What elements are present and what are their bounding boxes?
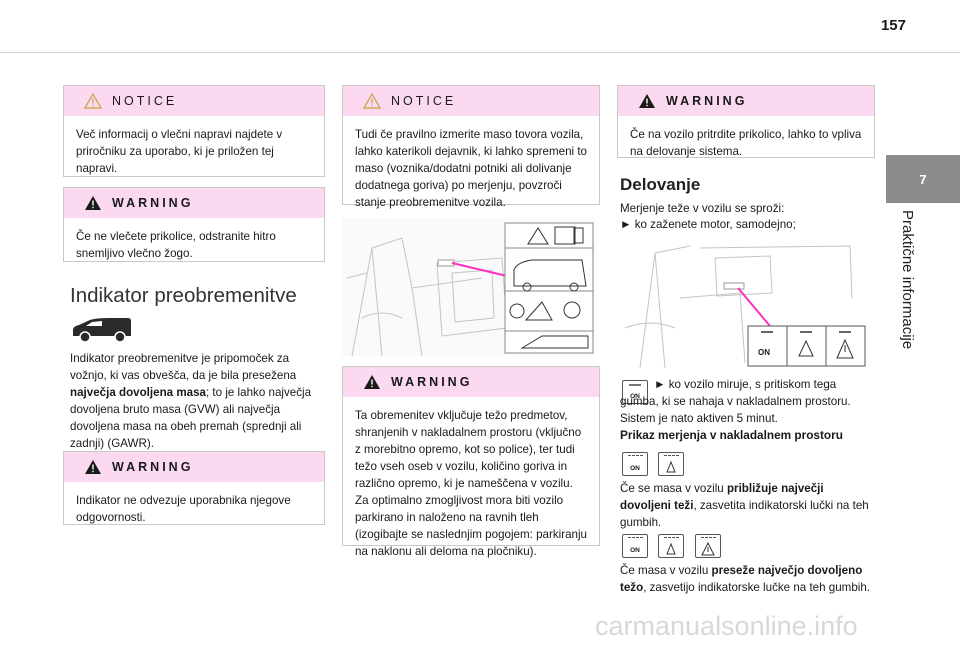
cargo-area-drawing (346, 222, 594, 357)
warning-header: WARNING (343, 367, 599, 397)
warning-title: WARNING (391, 375, 473, 389)
warning-triangle-icon (85, 196, 101, 210)
warning-text: Indikator ne odvezuje uporabnika njegove… (76, 494, 291, 524)
warning-text: Če na vozilo pritrdite prikolico, lahko … (630, 128, 862, 158)
warning-header: WARNING (64, 188, 324, 218)
header-divider (0, 52, 960, 53)
notice-header: NOTICE (64, 86, 324, 116)
warning-box-1: WARNING Če ne vlečete prikolice, odstran… (63, 187, 325, 262)
notice-box-1: NOTICE Več informacij o vlečni napravi n… (63, 85, 325, 177)
caution-button-lit-icon (658, 534, 685, 558)
warning-triangle-icon (85, 460, 101, 474)
notice-text: Tudi če pravilno izmerite maso tovora vo… (355, 128, 587, 209)
icon-row-1: ON (622, 452, 685, 476)
notice-box-2: NOTICE Tudi če pravilno izmerite maso to… (342, 85, 600, 209)
operation-intro: Merjenje teže v vozilu se sproži: (620, 202, 785, 215)
warning-box-3: WARNING Ta obremenitev vključuje težo pr… (342, 366, 600, 558)
warning-header: WARNING (64, 452, 324, 482)
page-number: 157 (880, 17, 906, 34)
on-button-label: ON (630, 393, 640, 400)
chapter-tab[interactable]: 7 (886, 155, 960, 203)
warning-title: WARNING (112, 460, 194, 474)
button-panel-drawing (624, 245, 866, 369)
van-icon (73, 318, 131, 343)
section-heading-overload: Indikator preobremenitve (70, 284, 297, 307)
notice-text: Več informacij o vlečni napravi najdete … (76, 128, 283, 175)
caution-triangle-icon (84, 93, 102, 109)
overload-button-lit-icon (694, 534, 721, 558)
subheading-measurement-display: Prikaz merjenja v nakladalnem prostoru (620, 428, 843, 442)
warning-title: WARNING (112, 196, 194, 210)
warning-title: WARNING (666, 94, 748, 108)
warning-triangle-icon (364, 375, 380, 389)
watermark: carmanualsonline.info (595, 611, 858, 641)
approaching-limit-text: Če se masa v vozilu približuje največji … (620, 482, 869, 529)
on-button-description: ► ko vozilo miruje, s pritiskom tega gum… (620, 378, 851, 425)
notice-title: NOTICE (391, 94, 457, 108)
on-button-lit-icon: ON (622, 452, 648, 476)
exceeded-limit-text: Če masa v vozilu preseže največjo dovolj… (620, 564, 871, 594)
caution-triangle-icon (363, 93, 381, 109)
caution-button-lit-icon (658, 452, 685, 476)
warning-box-4: WARNING Če na vozilo pritrdite prikolico… (617, 85, 875, 158)
notice-header: NOTICE (343, 86, 599, 116)
overload-description: Indikator preobremenitve je pripomoček z… (70, 352, 312, 450)
warning-text: Če ne vlečete prikolice, odstranite hitr… (76, 230, 276, 260)
button-panel-illustration: ON (620, 238, 870, 369)
icon-row-2: ON (622, 534, 721, 558)
panel-on-label: ON (758, 348, 770, 357)
operation-engine-start: ► ko zaženete motor, samodejno; (620, 218, 796, 231)
on-button-lit-icon: ON (622, 534, 648, 558)
warning-box-2: WARNING Indikator ne odvezuje uporabnika… (63, 451, 325, 525)
warning-triangle-icon (639, 94, 655, 108)
warning-header: WARNING (618, 86, 874, 116)
warning-text: Ta obremenitev vključuje težo predmetov,… (355, 409, 587, 558)
cargo-area-illustration (342, 218, 595, 357)
notice-title: NOTICE (112, 94, 178, 108)
section-heading-operation: Delovanje (620, 175, 701, 194)
chapter-title: Praktične informacije (899, 210, 916, 350)
on-button-icon: ON (622, 380, 648, 404)
